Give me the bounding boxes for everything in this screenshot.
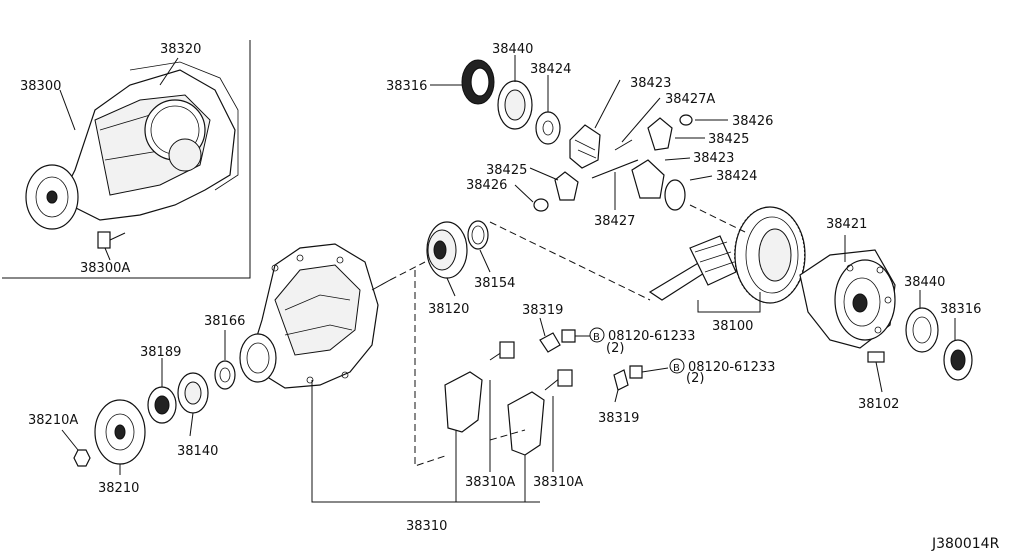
- callout-38320: 38320: [160, 42, 201, 57]
- bolt-part-1: 08120-61233: [608, 329, 695, 344]
- bolt-callout-1: B 08120-61233 (2): [589, 327, 695, 356]
- callout-38424-top: 38424: [530, 62, 571, 77]
- assembly-lines: [389, 204, 746, 467]
- assembly-inset: [2, 40, 251, 279]
- callout-38120: 38120: [428, 302, 469, 317]
- side-bearing-right: [905, 307, 973, 381]
- callout-38310a-right: 38310A: [533, 475, 583, 490]
- bolt-qty-2: (2): [686, 371, 704, 386]
- callout-38421: 38421: [826, 217, 867, 232]
- pinion-front-parts: [73, 360, 236, 467]
- callout-38423-top: 38423: [630, 76, 671, 91]
- callout-38154: 38154: [474, 276, 515, 291]
- bearing-caps: [444, 329, 643, 456]
- callout-38426-right: 38426: [732, 114, 773, 129]
- callout-38440-top: 38440: [492, 42, 533, 57]
- callout-38423-mid: 38423: [693, 151, 734, 166]
- callout-38300: 38300: [20, 79, 61, 94]
- callout-38425-right: 38425: [708, 132, 749, 147]
- bolt-part-2: 08120-61233: [688, 360, 775, 375]
- callout-38189: 38189: [140, 345, 181, 360]
- bolt-callout-2: B 08120-61233 (2): [669, 358, 775, 386]
- callout-38425-left: 38425: [486, 163, 527, 178]
- differential-gears: [533, 114, 693, 212]
- drive-pinion-ring-gear: [648, 206, 806, 304]
- callout-38210a: 38210A: [28, 413, 78, 428]
- callout-38102: 38102: [858, 397, 899, 412]
- callout-labels: 38320 38300 38300A 38440 38424 38316 384…: [20, 42, 981, 534]
- callout-38310a-left: 38310A: [465, 475, 515, 490]
- leader-lines: [61, 55, 956, 503]
- callout-38319-bottom: 38319: [598, 411, 639, 426]
- callout-38426-left: 38426: [466, 178, 507, 193]
- bolt-marker-1: B: [593, 332, 600, 343]
- callout-38427a: 38427A: [665, 92, 715, 107]
- callout-38166: 38166: [204, 314, 245, 329]
- callout-38440-right: 38440: [904, 275, 945, 290]
- diagram-code: J380014R: [931, 536, 1000, 552]
- callout-38210: 38210: [98, 481, 139, 496]
- bolt-marker-2: B: [673, 363, 680, 374]
- callout-38319-top: 38319: [522, 303, 563, 318]
- bolt-qty-1: (2): [606, 341, 624, 356]
- callout-38424-mid: 38424: [716, 169, 757, 184]
- callout-38300a: 38300A: [80, 261, 130, 276]
- callout-38316-top: 38316: [386, 79, 427, 94]
- callout-38427: 38427: [594, 214, 635, 229]
- callout-38140: 38140: [177, 444, 218, 459]
- carrier-housing: [239, 243, 391, 389]
- pinion-bearing: [426, 220, 489, 279]
- callout-38316-right: 38316: [940, 302, 981, 317]
- side-bearing-top: [461, 59, 561, 145]
- differential-case: [799, 249, 896, 393]
- callout-38310: 38310: [406, 519, 447, 534]
- callout-38100: 38100: [712, 319, 753, 334]
